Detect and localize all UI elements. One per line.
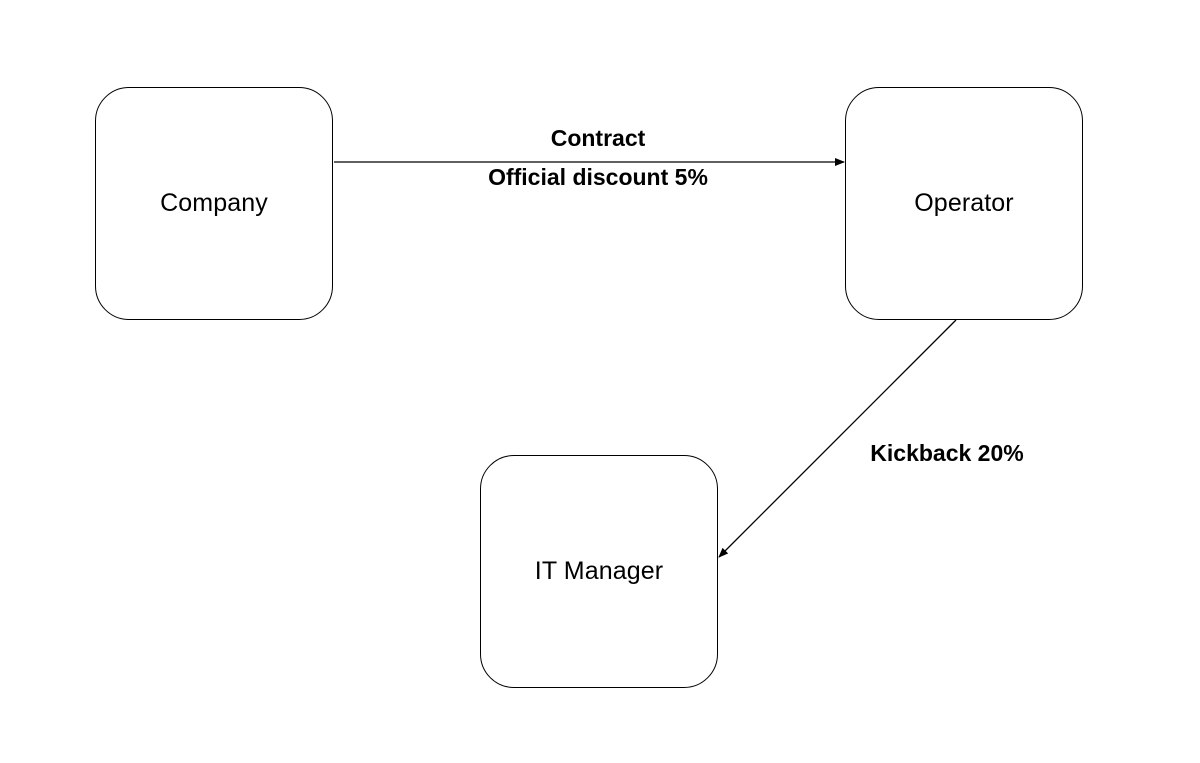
node-it-manager[interactable]: IT Manager [480, 455, 718, 688]
edge-label-official-discount: Official discount 5% [488, 164, 708, 190]
node-operator-label: Operator [914, 189, 1014, 217]
node-operator[interactable]: Operator [845, 87, 1083, 320]
node-company[interactable]: Company [95, 87, 333, 320]
node-company-label: Company [160, 189, 268, 217]
edge-label-kickback: Kickback 20% [870, 440, 1024, 466]
arrow-operator-to-it-manager [718, 319, 957, 558]
edge-label-contract: Contract [550, 125, 646, 151]
node-it-manager-label: IT Manager [534, 557, 664, 585]
